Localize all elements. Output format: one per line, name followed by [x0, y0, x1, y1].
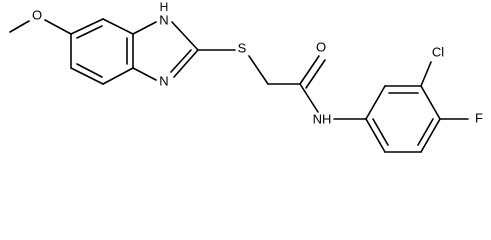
atom-labels: O H N N S O NH Cl F: [32, 0, 483, 126]
bond-co-double: [305, 59, 326, 89]
bonds: [9, 18, 469, 153]
bond-methyl-o: [9, 20, 30, 33]
bond-benz-4: [102, 67, 134, 85]
bond-co-single: [299, 55, 320, 85]
bond-benz-2: [102, 18, 134, 35]
bond-benz-double-c: [76, 63, 103, 78]
bond-imid-c2-n-double: [170, 49, 192, 73]
chemical-structure-diagram: O H N N S O NH Cl F: [9, 0, 483, 153]
bond-aryl-6: [365, 118, 386, 153]
bond-imid-nh-c2: [171, 21, 199, 51]
atom-n-amide: NH: [313, 111, 332, 126]
bond-benz-5: [70, 67, 104, 85]
bond-benz-double-a: [76, 25, 103, 39]
bond-co-nh: [299, 83, 319, 113]
atom-n-imidazole-nh: N: [159, 12, 168, 27]
atom-o-carbonyl: O: [316, 39, 326, 54]
bond-aryl-4: [420, 118, 441, 153]
atom-f: F: [475, 110, 483, 125]
bond-aryl-3: [420, 85, 441, 120]
bond-benz-1: [70, 18, 104, 35]
atom-n-imidazole: N: [159, 73, 168, 88]
bond-aryl-1: [365, 85, 386, 120]
bond-aryl-double-c: [372, 118, 389, 146]
bond-aryl-double-b: [417, 118, 434, 146]
bond-aryl-cl: [420, 61, 432, 87]
bond-imid-c2-n: [173, 49, 199, 78]
bond-imid-nh-c: [132, 21, 157, 35]
bond-o-ring: [44, 19, 72, 35]
atom-h-imidazole: H: [160, 0, 169, 14]
atom-s-thioether: S: [238, 40, 247, 55]
atom-cl: Cl: [432, 44, 444, 59]
bond-imid-n-c: [132, 67, 157, 81]
bond-s-ch2: [248, 55, 269, 85]
atom-o-methoxy: O: [32, 7, 42, 22]
